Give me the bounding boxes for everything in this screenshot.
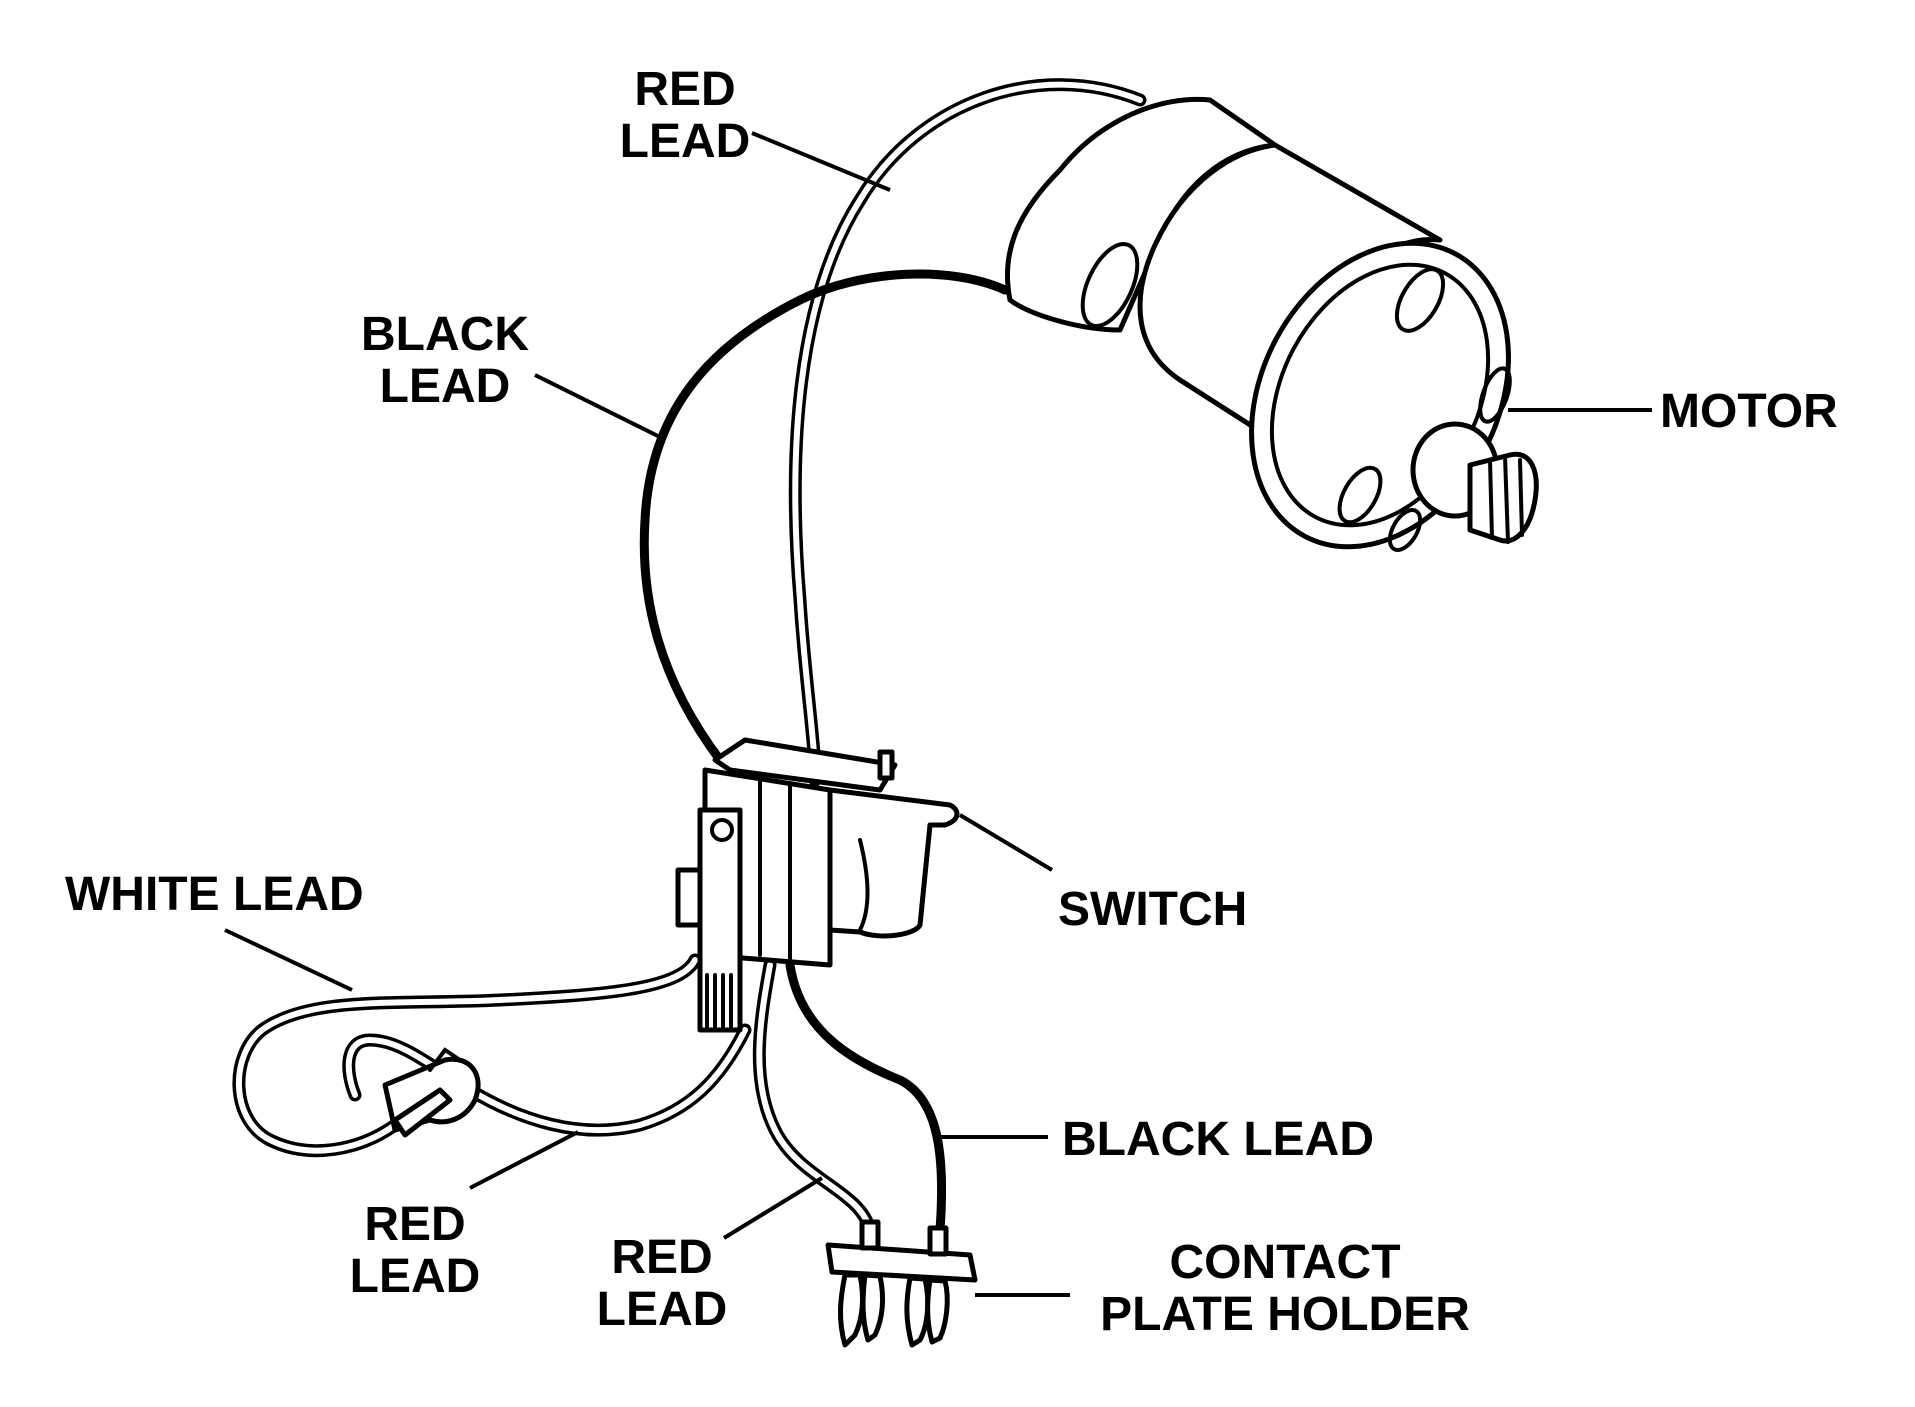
white-lead-wire: [232, 953, 702, 1158]
switch-trigger: [827, 787, 960, 939]
label-black-lead-top-line2: LEAD: [380, 360, 511, 413]
holder-clip-left: [837, 1272, 865, 1348]
holder-clip-left-2: [860, 1272, 885, 1343]
label-contact-plate-holder-line2: PLATE HOLDER: [1100, 1288, 1470, 1341]
switch-post: [877, 749, 895, 781]
motor: [1004, 96, 1539, 552]
contact-plate-holder: [825, 1219, 978, 1348]
red-lead-center-wire: [752, 958, 877, 1237]
leader-black-lead-top: [534, 373, 663, 440]
holder-clip-right: [904, 1275, 931, 1348]
label-black-lead-bottom: BLACK LEAD: [1062, 1113, 1374, 1166]
holder-terminal-right: [927, 1225, 949, 1257]
white-lead-connector: [382, 1047, 481, 1138]
label-red-lead-top-line2: LEAD: [620, 115, 751, 168]
label-white-lead: WHITE LEAD: [65, 868, 364, 921]
motor-brush-slot-bottom: [1337, 465, 1383, 525]
label-red-lead-left-line1: RED: [364, 1198, 465, 1251]
black-lead-bottom-wire: [785, 960, 947, 1235]
red-lead-left-wire: [342, 1023, 752, 1137]
leader-switch: [958, 813, 1054, 872]
label-switch: SWITCH: [1058, 883, 1247, 936]
label-contact-plate-holder-line1: CONTACT: [1169, 1236, 1400, 1289]
label-motor: MOTOR: [1660, 385, 1838, 438]
holder-clip-right-2: [925, 1277, 950, 1345]
motor-vent-side: [1080, 242, 1140, 328]
leader-red-lead-top: [751, 131, 891, 192]
leader-red-lead-center: [722, 1176, 824, 1240]
label-red-lead-center-line2: LEAD: [597, 1283, 728, 1336]
switch-screw: [710, 818, 734, 842]
motor-brush-slot-top: [1394, 267, 1446, 333]
leader-white-lead: [224, 928, 353, 992]
switch-terminal-pins: [705, 973, 733, 1030]
leader-red-lead-left: [469, 1130, 579, 1190]
pinion-gear-icon: [1467, 451, 1539, 544]
switch-trigger-edge: [858, 838, 870, 932]
motor-mount-hole: [1387, 508, 1423, 552]
label-red-lead-left-line2: LEAD: [350, 1250, 481, 1303]
switch-housing-ribs: [758, 778, 792, 962]
red-lead-top-wire: [788, 78, 1147, 787]
label-black-lead-top-line1: BLACK: [361, 308, 529, 361]
black-lead-top-wire: [639, 269, 1010, 765]
label-red-lead-top-line1: RED: [634, 63, 735, 116]
switch: [675, 737, 960, 1033]
holder-terminal-left: [859, 1219, 881, 1251]
pinion-teeth: [1488, 454, 1524, 544]
motor-terminal-hole: [1478, 366, 1512, 424]
label-red-lead-center-line1: RED: [611, 1231, 712, 1284]
